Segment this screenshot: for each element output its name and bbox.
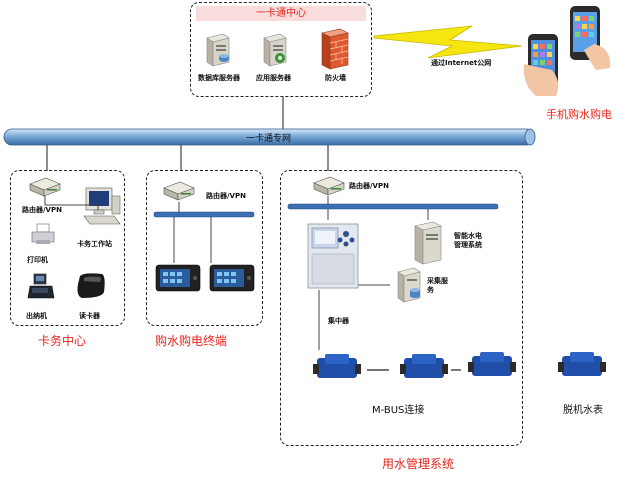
card-service-center-box (10, 170, 125, 326)
water-meter-icon (313, 354, 361, 378)
backbone-drop-lines (46, 145, 329, 171)
card-center-title: 卡务中心 (38, 334, 87, 348)
firewall-label: 防火墙 (325, 74, 346, 82)
cashier-label: 出纳机 (26, 312, 47, 320)
router-icon (29, 177, 61, 197)
water-management-box (280, 170, 523, 446)
offline-meter-label: 脱机水表 (563, 405, 603, 416)
terminal-network-lines (153, 202, 255, 263)
water-system-title: 用水管理系统 (382, 457, 455, 471)
water-meter-icon (468, 352, 516, 376)
printer-icon (31, 223, 55, 244)
terminal-router-label: 路由器/VPN (206, 192, 246, 200)
wireless-link-lightning-icon (373, 25, 523, 59)
concentrator-label: 集中器 (328, 317, 349, 325)
card-reader-label: 读卡器 (79, 312, 100, 320)
center-title: 一卡通中心 (256, 8, 306, 19)
terminal-title: 购水购电终端 (155, 334, 228, 348)
terminal-box (146, 170, 263, 326)
router-icon (313, 176, 345, 196)
card-center-system-box (190, 2, 372, 97)
card-router-label: 路由器/VPN (22, 206, 62, 214)
internet-label: 通过Internet公网 (431, 59, 492, 67)
center-title-banner (196, 6, 366, 21)
backbone-network-pipe (3, 128, 536, 146)
db-server-label: 数据库服务器 (198, 74, 240, 82)
self-service-terminal-icon (155, 264, 201, 292)
mobile-label: 手机购水购电 (546, 108, 612, 121)
card-center-connect-lines (44, 196, 99, 210)
workstation-label: 卡务工作站 (77, 240, 112, 248)
self-service-terminal-icon (209, 264, 255, 292)
mbus-label: M-BUS连接 (372, 405, 425, 416)
printer-label: 打印机 (27, 256, 48, 264)
card-reader-icon (77, 273, 105, 298)
application-server-icon (263, 33, 287, 67)
app-server-label: 应用服务器 (256, 74, 291, 82)
backbone-label: 一卡通专网 (246, 134, 292, 144)
concentrator-drop-line (318, 290, 320, 350)
database-server-icon (206, 33, 230, 67)
firewall-icon (321, 28, 349, 70)
collector-label: 采集服 务 (427, 277, 448, 294)
management-server-icon (414, 221, 442, 265)
mbus-link-dashes (367, 369, 461, 371)
center-connector-line (282, 96, 284, 130)
water-meter-icon (400, 354, 448, 378)
mobile-phones-icon (523, 6, 611, 96)
water-router-label: 路由器/VPN (349, 182, 389, 190)
router-icon (163, 181, 195, 201)
collector-server-icon (397, 267, 421, 303)
smart-mgmt-label: 智能水电 管理系统 (454, 232, 482, 249)
water-network-lines (287, 196, 499, 286)
cashier-machine-icon (27, 273, 55, 299)
concentrator-device-icon (307, 223, 359, 289)
offline-water-meter-icon (558, 352, 606, 376)
